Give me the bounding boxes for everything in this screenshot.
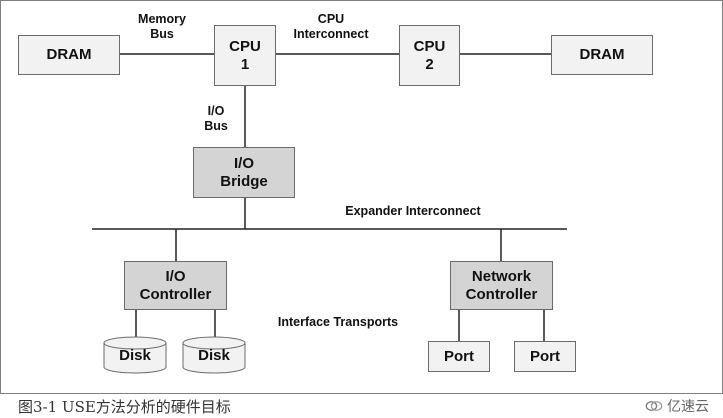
io-bridge-box: I/O Bridge [193,147,295,198]
port2-box: Port [514,341,576,372]
expander-interconnect-label: Expander Interconnect [345,204,481,218]
dram-right-box: DRAM [551,35,653,75]
cpu-interconnect-label: CPU Interconnect [293,12,369,41]
disk1-label: Disk [119,347,151,364]
interface-transports-label: Interface Transports [277,315,399,329]
network-controller-box: Network Controller [450,261,553,310]
port1-box: Port [428,341,490,372]
dram-left-box: DRAM [18,35,120,75]
figure-caption: 图3-1 USE方法分析的硬件目标 [18,398,231,416]
cpu1-box: CPU 1 [214,25,276,86]
memory-bus-label: Memory Bus [138,12,186,41]
disk2-label: Disk [198,347,230,364]
cloud-logo-icon [645,401,663,411]
watermark: 亿速云 [645,396,709,416]
io-bus-label: I/O Bus [204,104,228,133]
disk-cylinder-2 [182,336,246,374]
disk-cylinder-1 [103,336,167,374]
io-controller-box: I/O Controller [124,261,227,310]
cpu2-box: CPU 2 [399,25,460,86]
watermark-text: 亿速云 [667,398,709,414]
